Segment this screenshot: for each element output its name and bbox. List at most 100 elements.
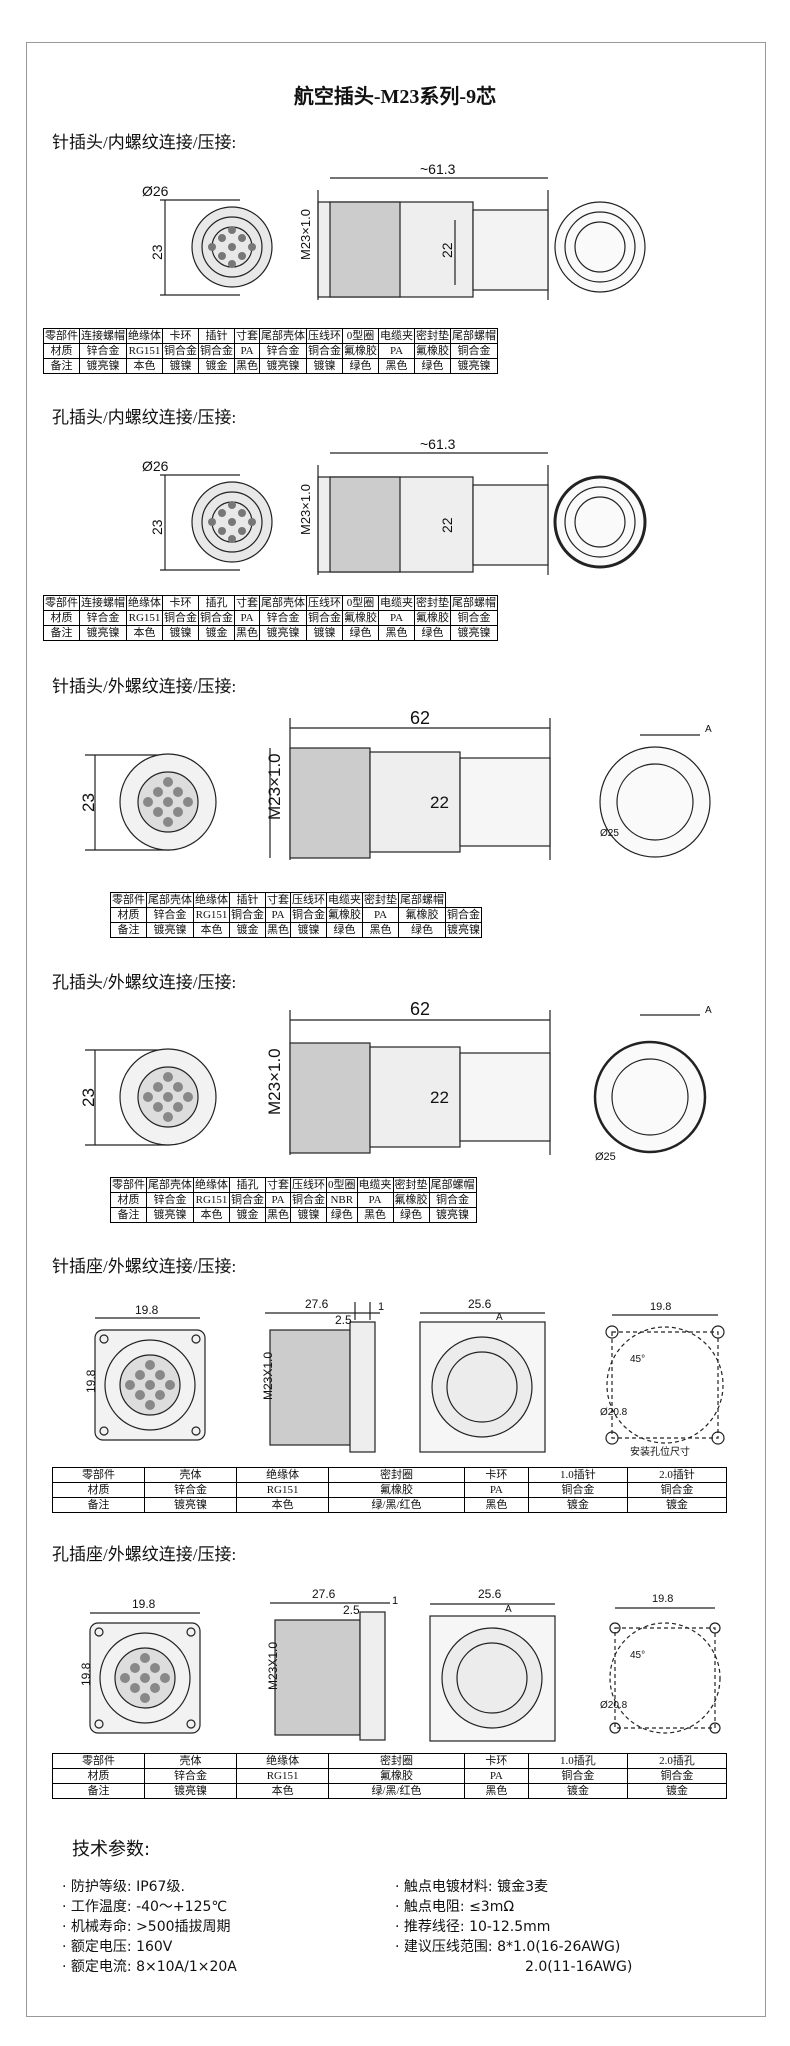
- table-cell: 绿/黑/红色: [328, 1497, 465, 1513]
- table-cell: 备注: [43, 358, 80, 374]
- table-cell: 本色: [236, 1783, 330, 1799]
- table-cell: 寸套: [234, 595, 260, 611]
- table-cell: 零部件: [110, 892, 147, 908]
- table-cell: 镀镍: [290, 1207, 327, 1223]
- dim-height: 23: [79, 793, 98, 812]
- dim-mark: A: [505, 1604, 512, 1615]
- dim-mark: A: [705, 724, 712, 735]
- table-cell: 压线环: [306, 328, 343, 344]
- table-cell: 材质: [51, 1768, 146, 1784]
- table-cell: 本色: [126, 625, 163, 641]
- dim-hole: Ø20.8: [600, 1407, 628, 1418]
- tech-item: · 额定电压: 160V: [62, 1939, 173, 1955]
- table-cell: 备注: [51, 1497, 146, 1513]
- table-cell: 电缆夹: [326, 892, 363, 908]
- tech-item: 2.0(11-16AWG): [525, 1959, 633, 1975]
- table-cell: 镀亮镍: [79, 358, 127, 374]
- table-cell: 铜合金: [445, 907, 482, 923]
- tech-right: · 触点电镀材料: 镀金3麦 · 触点电阻: ≤3mΩ · 推荐线径: 10-1…: [395, 1877, 632, 1977]
- table-cell: 压线环: [290, 892, 327, 908]
- dim-width: 19.8: [132, 1597, 156, 1611]
- table-cell: 铜合金: [306, 610, 343, 626]
- table-cell: 绝缘体: [236, 1467, 330, 1483]
- table-cell: 锌合金: [146, 1192, 194, 1208]
- table-cell: 零部件: [51, 1753, 146, 1769]
- table-cell: 氟橡胶: [398, 907, 446, 923]
- table-cell: RG151: [193, 907, 230, 923]
- section-heading: 针插头/外螺纹连接/压接:: [52, 677, 237, 696]
- tech-item: · 推荐线径: 10-12.5mm: [395, 1919, 551, 1935]
- table-cell: 零部件: [43, 328, 80, 344]
- table-cell: 锌合金: [259, 610, 307, 626]
- table-cell: 氟橡胶: [326, 907, 363, 923]
- table-cell: 镀金: [229, 1207, 266, 1223]
- tech-item: · 机械寿命: >500插拔周期: [62, 1919, 231, 1935]
- table-cell: 铜合金: [450, 610, 498, 626]
- table-cell: 镀亮镍: [144, 1783, 238, 1799]
- table-cell: 镀亮镍: [146, 1207, 194, 1223]
- table-cell: 铜合金: [162, 343, 199, 359]
- dim-inner: 22: [439, 242, 455, 258]
- table-cell: PA: [362, 907, 399, 923]
- table-cell: 氟橡胶: [328, 1768, 465, 1784]
- dim-hole: Ø25: [595, 1151, 616, 1163]
- pin-receptacle-drawing: 19.8 19.8 27.6 2.5 1 M23X1.0 25.6 A 19.8…: [84, 1297, 725, 1458]
- table-cell: 镀金: [626, 1783, 728, 1799]
- table-cell: 锌合金: [259, 343, 307, 359]
- table-cell: 尾部壳体: [146, 892, 194, 908]
- table-cell: 铜合金: [198, 343, 235, 359]
- table-cell: 卡环: [162, 328, 199, 344]
- table-cell: 黑色: [463, 1497, 529, 1513]
- table-cell: 黑色: [265, 922, 291, 938]
- table-cell: 黑色: [356, 1207, 394, 1223]
- table-cell: 尾部壳体: [259, 328, 307, 344]
- dim-inner: 22: [430, 1088, 449, 1107]
- table-cell: 锌合金: [79, 610, 127, 626]
- section-heading: 孔插头/内螺纹连接/压接:: [52, 408, 237, 427]
- table-cell: 尾部螺帽: [428, 1177, 477, 1193]
- table-cell: 镀镍: [306, 625, 343, 641]
- dim-height: 23: [149, 244, 165, 260]
- table-cell: 尾部螺帽: [450, 328, 498, 344]
- table-cell: 氟橡胶: [414, 610, 451, 626]
- dim-thread: M23×1.0: [298, 209, 313, 260]
- table-cell: 镀金: [198, 358, 235, 374]
- table-cell: 锌合金: [146, 907, 194, 923]
- section-heading: 孔插头/外螺纹连接/压接:: [52, 973, 237, 992]
- dim-angle: 45°: [630, 1650, 645, 1661]
- dim-mark: A: [705, 1005, 712, 1016]
- table-cell: 备注: [110, 922, 147, 938]
- table-cell: NBR: [326, 1192, 358, 1208]
- table-cell: 黑色: [378, 625, 415, 641]
- table-cell: 插针: [198, 328, 235, 344]
- table-cell: 铜合金: [229, 907, 266, 923]
- table-cell: 密封垫: [392, 1177, 430, 1193]
- table-cell: 铜合金: [626, 1768, 728, 1784]
- table-cell: PA: [463, 1482, 529, 1498]
- table-cell: 镀金: [626, 1497, 728, 1513]
- table-cell: 绝缘体: [236, 1753, 330, 1769]
- tech-item: · 触点电镀材料: 镀金3麦: [395, 1879, 548, 1895]
- dim-height: 23: [149, 519, 165, 535]
- tech-heading: 技术参数:: [72, 1839, 151, 1860]
- table-cell: 镀镍: [162, 358, 199, 374]
- table-cell: 镀镍: [162, 625, 199, 641]
- table-cell: 绝缘体: [193, 1177, 230, 1193]
- table-cell: 铜合金: [162, 610, 199, 626]
- tech-item: · 额定电流: 8×10A/1×20A: [62, 1959, 237, 1975]
- dim-height: 19.8: [84, 1369, 98, 1393]
- dim-height: 23: [79, 1088, 98, 1107]
- table-cell: 铜合金: [450, 343, 498, 359]
- table-cell: RG151: [236, 1482, 330, 1498]
- table-cell: 铜合金: [527, 1482, 628, 1498]
- table-cell: PA: [378, 610, 415, 626]
- table-cell: PA: [265, 1192, 291, 1208]
- section-heading: 针插头/内螺纹连接/压接:: [52, 133, 237, 152]
